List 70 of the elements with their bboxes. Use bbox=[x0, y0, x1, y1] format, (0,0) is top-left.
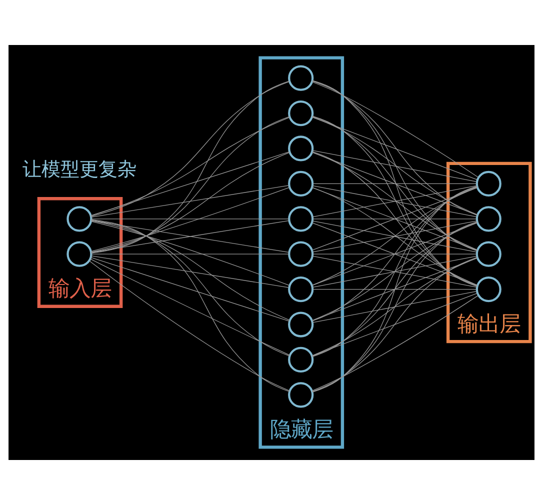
connector bbox=[90, 186, 290, 252]
connector bbox=[88, 260, 290, 391]
cluster: 输出层 bbox=[446, 161, 532, 343]
connector bbox=[312, 80, 478, 286]
connector bbox=[312, 152, 478, 215]
connector bbox=[312, 222, 478, 320]
node-circle bbox=[288, 64, 314, 90]
node-circle bbox=[288, 135, 314, 161]
connector bbox=[312, 218, 478, 219]
node-circle bbox=[288, 206, 314, 232]
connector bbox=[312, 255, 477, 288]
cluster: 隐藏层 bbox=[258, 56, 344, 448]
connector bbox=[312, 294, 479, 391]
connector bbox=[91, 116, 290, 253]
connector bbox=[312, 288, 478, 290]
node-circle bbox=[476, 170, 502, 196]
connector bbox=[312, 116, 478, 250]
connector bbox=[91, 80, 290, 253]
node-circle bbox=[66, 240, 92, 266]
connector bbox=[312, 220, 477, 252]
node-circle bbox=[476, 276, 502, 302]
connector bbox=[312, 186, 478, 392]
cluster: 输入层 bbox=[37, 196, 123, 308]
node-circle bbox=[288, 170, 314, 196]
connector bbox=[312, 186, 478, 356]
connector bbox=[90, 220, 290, 320]
connector bbox=[312, 186, 478, 321]
node-circle bbox=[288, 382, 314, 408]
connector bbox=[312, 116, 478, 180]
node-circle bbox=[66, 206, 92, 232]
connector bbox=[312, 253, 478, 254]
node-circle bbox=[476, 240, 502, 266]
connector bbox=[90, 184, 290, 218]
connector bbox=[91, 253, 290, 254]
connector bbox=[312, 182, 478, 184]
connector bbox=[312, 256, 478, 392]
connector bbox=[312, 116, 478, 215]
node-circle bbox=[288, 311, 314, 337]
connector bbox=[90, 256, 290, 321]
connector bbox=[312, 220, 478, 392]
connector bbox=[90, 220, 290, 286]
connector bbox=[90, 254, 290, 288]
connector bbox=[312, 290, 477, 322]
connector bbox=[90, 220, 290, 252]
connector bbox=[90, 116, 290, 216]
connector bbox=[90, 151, 290, 216]
connector bbox=[90, 80, 290, 216]
connector bbox=[91, 218, 290, 219]
connector bbox=[312, 151, 478, 250]
connector bbox=[312, 81, 479, 178]
connector bbox=[90, 152, 290, 252]
node-circle bbox=[288, 276, 314, 302]
connector bbox=[312, 115, 478, 286]
connector bbox=[312, 184, 477, 217]
connector bbox=[90, 258, 290, 355]
connector bbox=[312, 80, 478, 216]
connector bbox=[312, 257, 478, 356]
node-circle bbox=[288, 100, 314, 126]
connector bbox=[312, 221, 478, 356]
connector bbox=[312, 150, 477, 182]
connector bbox=[312, 80, 478, 251]
node-circle bbox=[288, 240, 314, 266]
node-circle bbox=[476, 206, 502, 232]
connector bbox=[312, 292, 478, 356]
node-circle bbox=[288, 346, 314, 372]
connector bbox=[91, 219, 290, 356]
connector bbox=[312, 257, 478, 320]
connector bbox=[91, 218, 290, 392]
connector bbox=[312, 150, 478, 286]
label: 让模型更复杂 bbox=[22, 157, 136, 180]
